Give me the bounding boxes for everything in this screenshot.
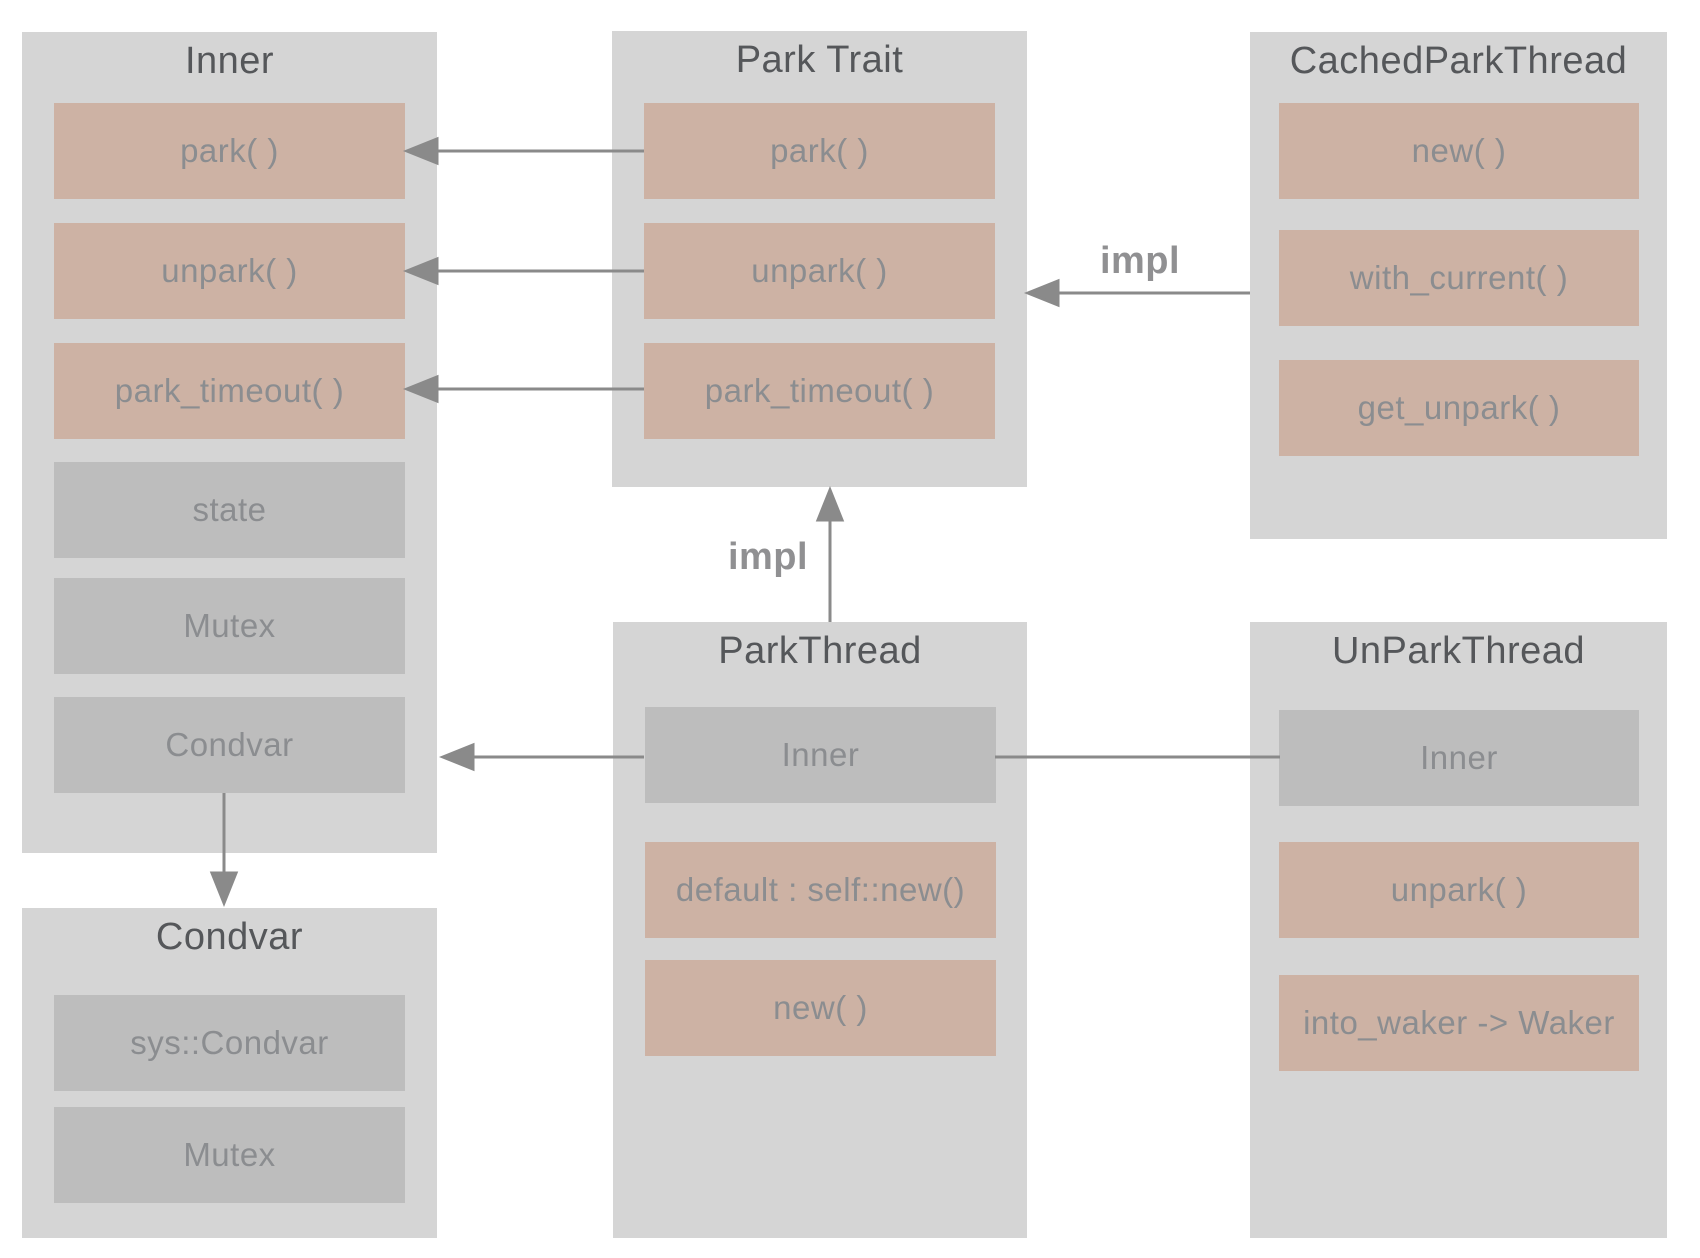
class-box-condvar: Condvar sys::Condvar Mutex: [22, 908, 437, 1238]
class-box-unpark-thread: UnParkThread Inner unpark( ) into_waker …: [1250, 622, 1667, 1238]
member-row-unpark: unpark( ): [54, 223, 405, 319]
arrowhead-inner-box: [438, 742, 475, 772]
class-box-cached-park-thread: CachedParkThread new( ) with_current( ) …: [1250, 32, 1667, 539]
member-row-inner: Inner: [1279, 710, 1639, 806]
member-row-state: state: [54, 462, 405, 558]
class-title-condvar: Condvar: [155, 916, 304, 958]
class-title-park-trait: Park Trait: [735, 39, 904, 81]
class-title-park-thread: ParkThread: [718, 630, 922, 672]
class-box-inner: Inner park( ) unpark( ) park_timeout( ) …: [22, 32, 437, 853]
class-title-cached-park-thread: CachedParkThread: [1289, 40, 1628, 82]
class-title-unpark-thread: UnParkThread: [1331, 630, 1586, 672]
member-row-park: park( ): [54, 103, 405, 199]
member-row-park: park( ): [644, 103, 995, 199]
member-row-with-current: with_current( ): [1279, 230, 1639, 326]
member-row-new: new( ): [1279, 103, 1639, 199]
member-row-unpark: unpark( ): [644, 223, 995, 319]
member-row-inner: Inner: [645, 707, 996, 803]
member-row-unpark: unpark( ): [1279, 842, 1639, 938]
impl-label-park-thread: impl: [727, 536, 809, 578]
class-box-park-trait: Park Trait park( ) unpark( ) park_timeou…: [612, 31, 1027, 487]
arrowhead-park-trait-bottom: [815, 485, 845, 522]
member-row-park-timeout: park_timeout( ): [644, 343, 995, 439]
arrowhead-park-trait-right: [1023, 278, 1060, 308]
impl-label-cached: impl: [1099, 240, 1181, 282]
member-row-sys-condvar: sys::Condvar: [54, 995, 405, 1091]
arrowhead-condvar-box: [209, 871, 239, 908]
member-row-mutex: Mutex: [54, 1107, 405, 1203]
class-title-inner: Inner: [184, 40, 275, 82]
member-row-into-waker: into_waker -> Waker: [1279, 975, 1639, 1071]
class-box-park-thread: ParkThread Inner default : self::new() n…: [613, 622, 1027, 1238]
member-row-park-timeout: park_timeout( ): [54, 343, 405, 439]
member-row-condvar: Condvar: [54, 697, 405, 793]
member-row-get-unpark: get_unpark( ): [1279, 360, 1639, 456]
member-row-default-self-new: default : self::new(): [645, 842, 996, 938]
member-row-mutex: Mutex: [54, 578, 405, 674]
member-row-new: new( ): [645, 960, 996, 1056]
